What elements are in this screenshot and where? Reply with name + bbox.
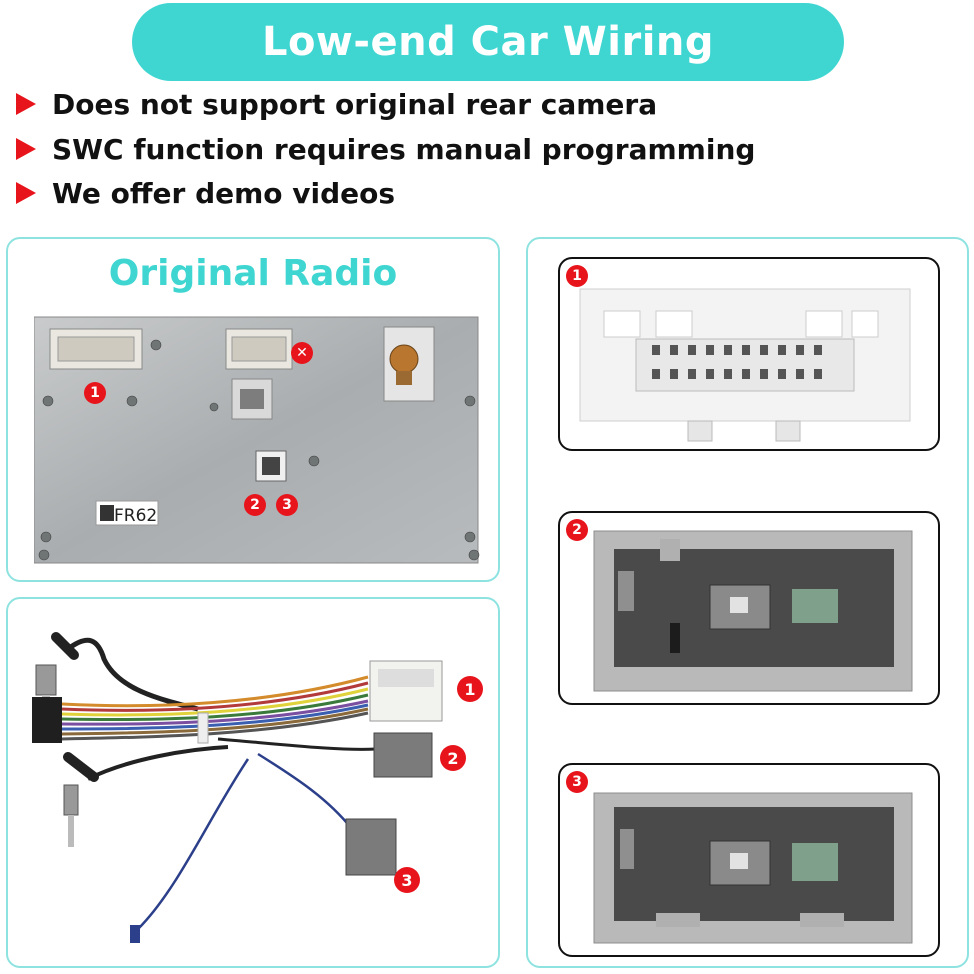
bullet-item: Does not support original rear camera xyxy=(16,86,657,122)
red-triangle-icon xyxy=(16,138,36,160)
original-radio-panel: Original Radio xyxy=(6,237,500,582)
bullet-text: Does not support original rear camera xyxy=(52,87,658,121)
wiring-harness-image xyxy=(32,632,443,943)
bullet-text: We offer demo videos xyxy=(52,176,396,210)
marker-2-badge: 2 xyxy=(440,745,466,771)
connector-3-image xyxy=(593,792,913,944)
bullet-item: SWC function requires manual programming xyxy=(16,131,755,167)
connector-2-card: 2 xyxy=(558,511,940,705)
connector-2-badge: 2 xyxy=(566,519,588,541)
connector-1-badge: 1 xyxy=(566,265,588,287)
connector-2-image xyxy=(593,530,913,692)
red-triangle-icon xyxy=(16,93,36,115)
connector-1-card: 1 xyxy=(558,257,940,451)
marker-2-badge: 2 xyxy=(244,494,266,516)
harness-panel: 1 2 3 xyxy=(6,597,500,968)
bullet-item: We offer demo videos xyxy=(16,175,395,211)
radio-back-image xyxy=(34,316,480,564)
marker-1-badge: 1 xyxy=(457,676,483,702)
connector-1-image xyxy=(579,288,911,442)
page-title: Low-end Car Wiring xyxy=(261,19,715,65)
panel-title: Original Radio xyxy=(108,253,398,294)
title-banner: Low-end Car Wiring xyxy=(132,3,844,81)
connector-3-badge: 3 xyxy=(566,771,588,793)
connector-3-card: 3 xyxy=(558,763,940,957)
marker-3-badge: 3 xyxy=(276,494,298,516)
radio-label: FR62 xyxy=(114,506,158,526)
red-triangle-icon xyxy=(16,182,36,204)
connectors-panel: 1 2 3 xyxy=(526,237,969,968)
marker-3-badge: 3 xyxy=(394,867,420,893)
close-icon: ✕ xyxy=(291,342,313,364)
bullet-text: SWC function requires manual programming xyxy=(52,132,756,166)
marker-1-badge: 1 xyxy=(84,382,106,404)
